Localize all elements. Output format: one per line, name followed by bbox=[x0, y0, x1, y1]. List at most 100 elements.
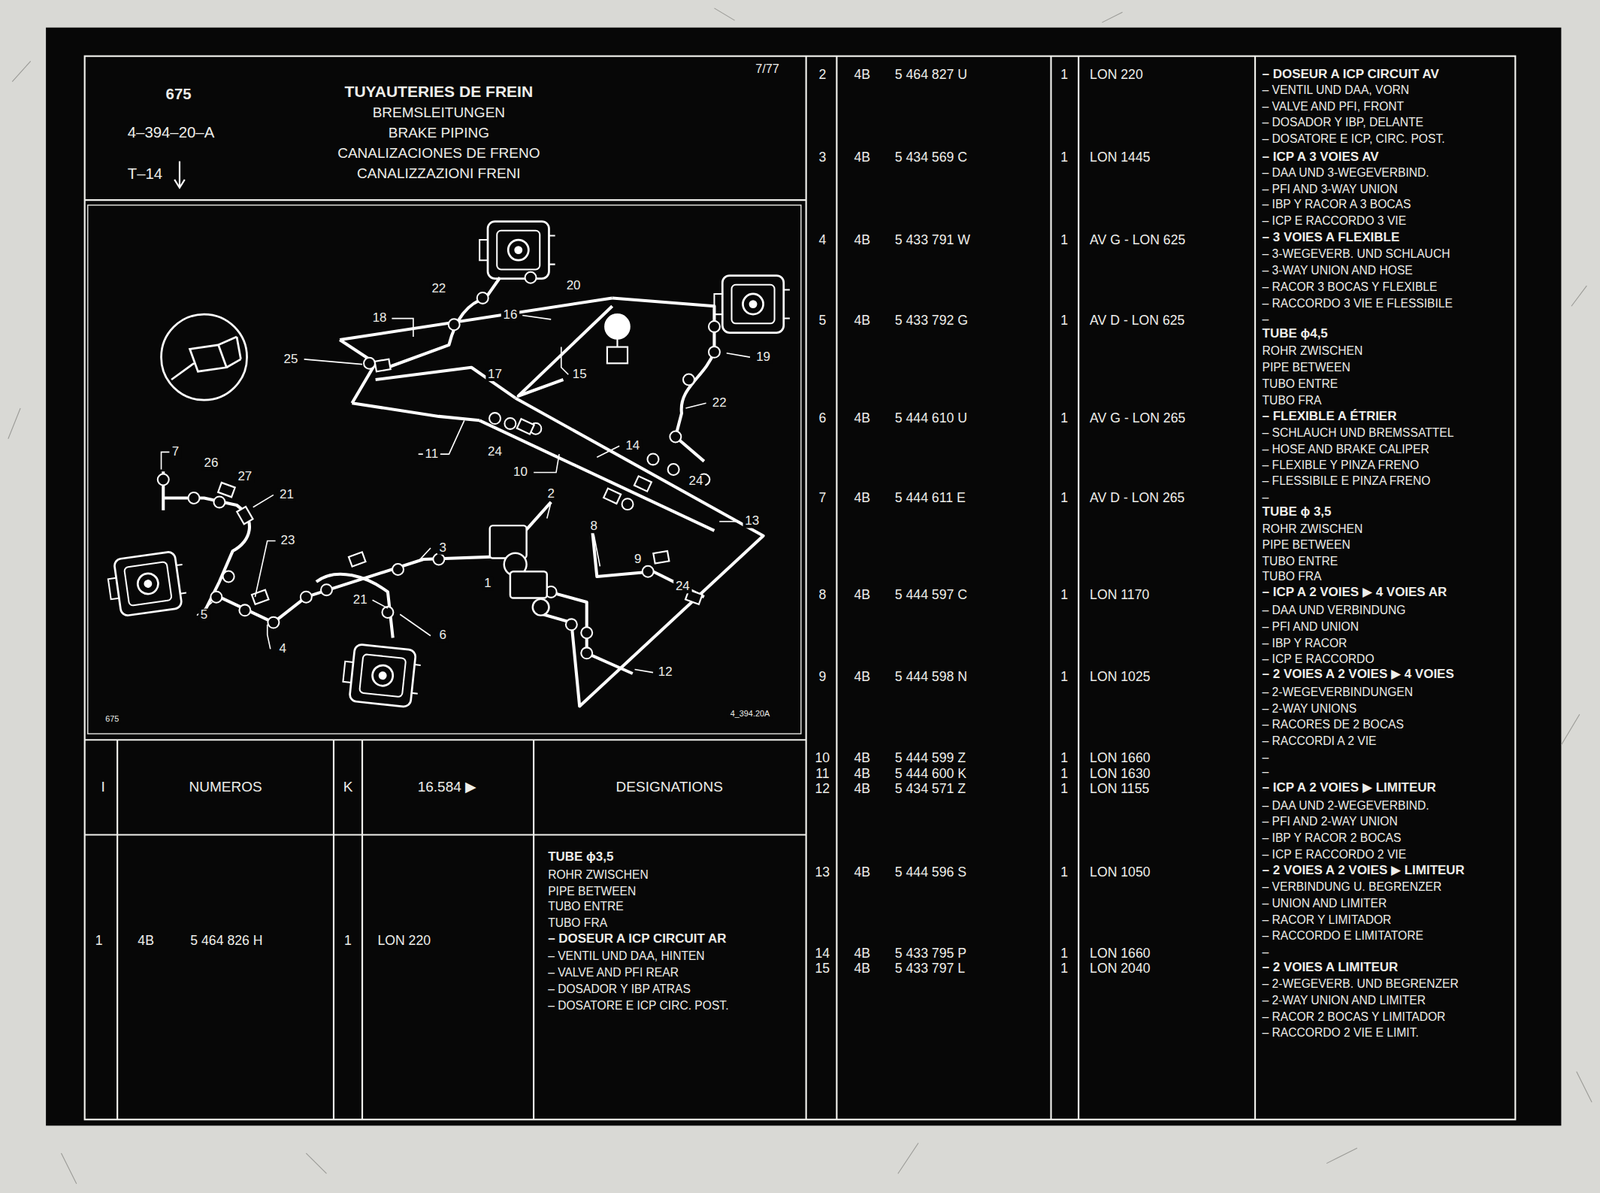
table-cell: 14 bbox=[815, 946, 831, 961]
callout-number: 15 bbox=[570, 367, 589, 382]
table-cell: 4B bbox=[854, 67, 872, 82]
table-cell: 4B bbox=[854, 587, 872, 602]
header-text: 4–394–20–A bbox=[127, 124, 215, 141]
pipe-unions-part bbox=[188, 492, 200, 504]
table-grid-part bbox=[1254, 56, 1256, 1120]
table-grid-part bbox=[805, 56, 808, 1120]
table-grid-part bbox=[835, 56, 838, 1120]
callout-number: 21 bbox=[277, 488, 296, 503]
callout-number: 19 bbox=[753, 350, 772, 364]
down-arrow bbox=[174, 160, 185, 188]
table-cell: 1 bbox=[1060, 669, 1068, 684]
master-cylinder-union-part bbox=[616, 338, 618, 348]
designation-text: TUBO ENTRE bbox=[1262, 377, 1339, 390]
callout-number: 9 bbox=[632, 552, 644, 566]
designation-text: – DOSATORE E ICP CIRC. POST. bbox=[547, 998, 729, 1011]
brake-pipes-part bbox=[592, 525, 705, 597]
table-cell: LON 1445 bbox=[1089, 150, 1150, 165]
table-cell: LON 1170 bbox=[1089, 587, 1150, 602]
designation-text: – RACCORDI A 2 VIE bbox=[1262, 734, 1377, 747]
leader-lines-part bbox=[533, 453, 560, 472]
leader-lines-part bbox=[418, 547, 431, 562]
designation-text: – 2-WAY UNION AND LIMITER bbox=[1262, 993, 1426, 1006]
paper-texture-part bbox=[8, 8, 1592, 1184]
pipe-unions-part bbox=[320, 583, 333, 596]
leader-lines-part bbox=[593, 534, 600, 566]
pipe-unions-part bbox=[683, 374, 695, 386]
designation-text: – HOSE AND BRAKE CALIPER bbox=[1262, 442, 1430, 455]
inset-detail bbox=[161, 314, 248, 400]
leader-lines-part bbox=[161, 451, 170, 469]
table-cell: 4B bbox=[854, 781, 872, 796]
callout-number: 27 bbox=[235, 469, 255, 484]
table-grid-part bbox=[84, 738, 807, 741]
table-header: 16.584 ▶ bbox=[417, 779, 477, 795]
table-cell: 1 bbox=[1060, 411, 1068, 426]
table-cell: 12 bbox=[815, 781, 831, 796]
table-cell: 4B bbox=[854, 865, 872, 880]
header-text: CANALIZACIONES DE FRENO bbox=[337, 145, 540, 161]
table-cell: LON 1660 bbox=[1089, 750, 1150, 766]
pipe-unions-part bbox=[642, 565, 654, 578]
table-cell: 4B bbox=[854, 766, 872, 781]
pipe-unions-part bbox=[267, 617, 279, 629]
master-cylinder-union-part bbox=[604, 314, 630, 339]
header-text: CANALIZZAZIONI FRENI bbox=[356, 166, 521, 182]
callout-number: 23 bbox=[278, 534, 297, 548]
pipe-unions-part bbox=[157, 474, 170, 486]
table-cell: 4 bbox=[818, 232, 826, 248]
fittings-part bbox=[236, 506, 253, 524]
leader-lines-part bbox=[304, 359, 363, 365]
brake-pipe-illustration-part bbox=[105, 550, 188, 618]
designation-text: TUBO FRA bbox=[547, 916, 608, 929]
brake-pipes-part bbox=[675, 351, 715, 461]
designation-text: – SCHLAUCH UND BREMSSATTEL bbox=[1262, 426, 1455, 439]
designation-text: – ICP A 2 VOIES ▶ LIMITEUR bbox=[1262, 780, 1437, 795]
pipe-unions-part bbox=[238, 604, 251, 616]
designation-text: – 3-WEGEVERB. UND SCHLAUCH bbox=[1262, 248, 1451, 261]
designation-text: – VALVE AND PFI REAR bbox=[547, 966, 679, 979]
page-title: TUYAUTERIES DE FREIN bbox=[344, 83, 534, 100]
table-cell: 5 464 826 H bbox=[190, 933, 263, 948]
table-cell: 1 bbox=[344, 933, 352, 948]
pipe-unions-part bbox=[223, 571, 235, 583]
table-cell: LON 1155 bbox=[1089, 781, 1150, 796]
designation-text: – 2 VOIES A 2 VOIES ▶ 4 VOIES bbox=[1262, 667, 1455, 681]
designation-text: TUBE ϕ 3,5 bbox=[1262, 505, 1332, 520]
designation-text: ROHR ZWISCHEN bbox=[1262, 522, 1364, 535]
table-cell: 2 bbox=[818, 67, 826, 82]
fittings-part bbox=[603, 488, 621, 504]
table-cell: 8 bbox=[818, 587, 826, 602]
fittings-part bbox=[653, 550, 669, 564]
table-grid-part bbox=[532, 739, 535, 1120]
brake-pipe-illustration-part bbox=[713, 275, 790, 333]
table-cell: 3 bbox=[818, 150, 826, 165]
brake-pipe-illustration bbox=[105, 221, 790, 708]
designation-text: – DOSATORE E ICP, CIRC. POST. bbox=[1262, 132, 1446, 145]
table-header: K bbox=[343, 779, 354, 795]
table-cell: 5 444 597 C bbox=[895, 587, 968, 602]
designation-text: PIPE BETWEEN bbox=[1262, 361, 1351, 374]
designation-text: – ICP E RACCORDO 3 VIE bbox=[1262, 214, 1407, 227]
designation-text: – FLEXIBLE Y PINZA FRENO bbox=[1262, 459, 1420, 472]
callout-number: 6 bbox=[437, 629, 449, 643]
table-cell: AV G - LON 265 bbox=[1089, 411, 1186, 426]
designation-text: – RACOR Y LIMITADOR bbox=[1262, 913, 1392, 926]
designation-text: – PFI AND 2-WAY UNION bbox=[1262, 815, 1398, 828]
table-cell: 11 bbox=[815, 766, 829, 781]
callout-number: 24 bbox=[686, 474, 705, 489]
designation-text: – ICP A 2 VOIES ▶ 4 VOIES AR bbox=[1262, 586, 1448, 600]
table-cell: 9 bbox=[818, 669, 826, 684]
table-cell: AV G - LON 625 bbox=[1089, 232, 1186, 248]
brake-pipes-part bbox=[387, 277, 500, 367]
leader-lines-part bbox=[726, 353, 751, 357]
header-text: T–14 bbox=[127, 165, 163, 182]
table-cell: 4B bbox=[854, 946, 872, 961]
table-cell: LON 1025 bbox=[1089, 669, 1150, 684]
designation-text: – IBP Y RACOR bbox=[1262, 636, 1348, 649]
master-cylinder-union-part bbox=[607, 347, 628, 364]
table-grid-part bbox=[84, 833, 807, 835]
pipe-unions-part bbox=[392, 563, 404, 575]
table-grid-part bbox=[84, 56, 1516, 1120]
callout-number: 26 bbox=[202, 456, 221, 470]
